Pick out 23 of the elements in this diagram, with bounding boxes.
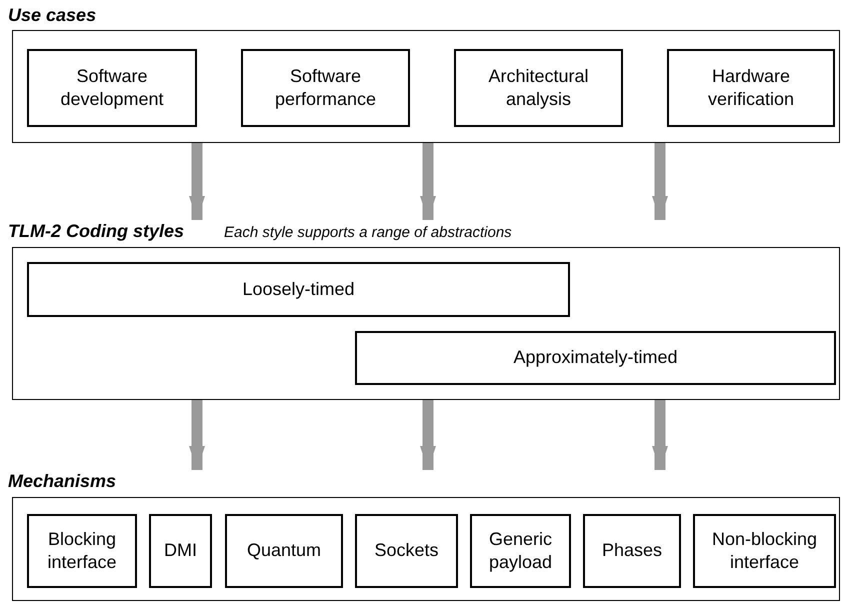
component-box: Phases — [583, 514, 681, 588]
component-box: Non-blocking interface — [693, 514, 836, 588]
component-box: Approximately-timed — [355, 331, 836, 385]
section-heading: Mechanisms — [8, 470, 116, 492]
arrow — [652, 143, 668, 220]
arrow — [420, 400, 436, 470]
arrow — [652, 400, 668, 470]
component-box: Sockets — [355, 514, 458, 588]
component-box: Architectural analysis — [454, 49, 623, 127]
component-box: Quantum — [225, 514, 343, 588]
component-box: Software performance — [241, 49, 410, 127]
section-heading: Use cases — [8, 4, 96, 26]
component-box: Blocking interface — [27, 514, 137, 588]
component-box: DMI — [149, 514, 212, 588]
component-box: Hardware verification — [667, 49, 835, 127]
component-box: Loosely-timed — [27, 262, 570, 317]
component-box: Software development — [27, 49, 197, 127]
section-heading: TLM-2 Coding styles — [8, 220, 184, 242]
arrow — [189, 400, 205, 470]
arrow — [420, 143, 436, 220]
arrow — [189, 143, 205, 220]
section-note: Each style supports a range of abstractions — [224, 224, 512, 243]
component-box: Generic payload — [470, 514, 571, 588]
